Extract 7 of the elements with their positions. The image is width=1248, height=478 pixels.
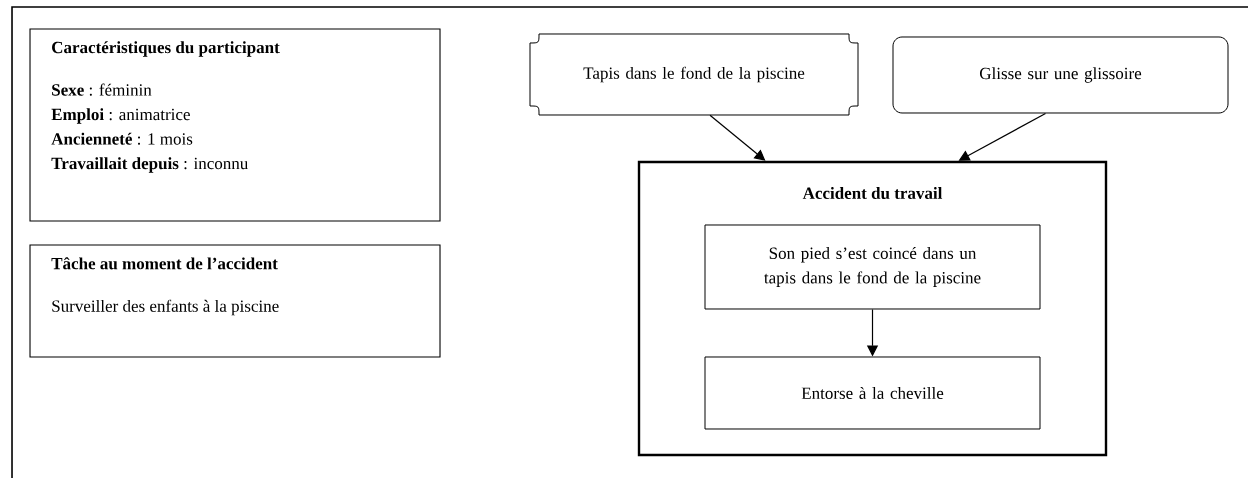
process-box: Son pied s’est coincé dans un tapis dans le fond de la piscine (704, 224, 1041, 310)
process-box: Entorse à la cheville (704, 356, 1041, 430)
cause-box: Glisse sur une glissoire (892, 36, 1229, 114)
cause-box: Tapis dans le fond de la piscine (529, 33, 859, 116)
info-box: Tâche au moment de l’accident Surveiller des enfants à la piscine (29, 244, 441, 358)
arrow (709, 114, 766, 161)
info-box: Caractéristiques du participant Sexe : féminin Emploi : animatrice Ancienneté : 1 mois Travaillait depuis : inconnu (29, 28, 441, 222)
